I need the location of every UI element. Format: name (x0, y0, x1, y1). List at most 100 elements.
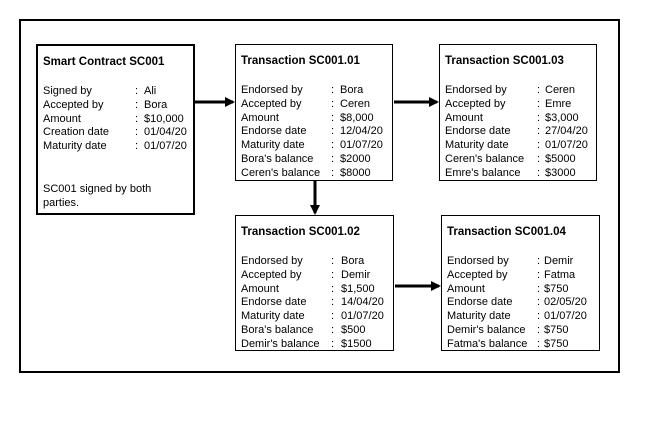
field-label: Accepted by (43, 98, 104, 111)
field-separator: : (135, 140, 139, 153)
field-value: Ceren (545, 84, 575, 96)
field-value: $750 (544, 282, 569, 295)
field-row: Maturity date:01/07/20 (241, 310, 384, 324)
field-value: Demir (544, 255, 574, 267)
field-value: Ceren (340, 97, 370, 110)
field-label: Endorsed by (447, 255, 509, 267)
field-value: 01/07/20 (340, 139, 383, 152)
field-value: $750 (544, 323, 569, 336)
field-separator: : (331, 282, 335, 295)
smart-contract-note: SC001 signed by both parties. (43, 183, 152, 209)
field-label: Endorse date (241, 125, 307, 138)
field-value: Bora (341, 255, 365, 267)
field-label: Endorse date (447, 296, 513, 309)
field-separator: : (537, 337, 541, 350)
field-label: Accepted by (241, 268, 302, 281)
field-label: Bora's balance (241, 323, 314, 336)
field-row: Ceren's balance:$8000 (241, 167, 383, 181)
field-row: Amount:$10,000 (43, 113, 187, 127)
field-row: Maturity date:01/07/20 (43, 140, 187, 154)
field-value: 01/04/20 (144, 126, 187, 139)
field-value: $3,000 (545, 111, 579, 124)
field-label: Accepted by (445, 97, 506, 110)
field-label: Amount (447, 282, 485, 295)
field-label: Endorsed by (445, 84, 507, 96)
field-label: Amount (445, 111, 483, 124)
field-label: Amount (43, 112, 81, 125)
field-separator: : (331, 323, 335, 336)
field-separator: : (135, 98, 139, 111)
field-separator: : (537, 268, 541, 281)
field-row: Accepted by: Bora (43, 99, 187, 113)
field-row: Maturity date:01/07/20 (447, 310, 587, 324)
field-row: Emre's balance:$3000 (445, 167, 588, 181)
field-row: Amount: $3,000 (445, 112, 588, 126)
field-separator: : (331, 111, 335, 124)
field-row: Amount:$750 (447, 283, 587, 297)
field-value: $3000 (545, 166, 576, 179)
field-separator: : (331, 296, 335, 309)
field-separator: : (331, 268, 335, 281)
field-separator: : (537, 125, 541, 138)
field-row: Demir's balance:$1500 (241, 338, 384, 352)
field-label: Maturity date (241, 139, 305, 152)
field-row: Accepted by: Demir (241, 269, 384, 283)
field-value: $750 (544, 337, 569, 350)
field-value: Bora (144, 98, 168, 111)
field-label: Signed by (43, 85, 92, 97)
field-row: Accepted by:Emre (445, 98, 588, 112)
field-value: Bora (340, 84, 364, 96)
field-separator: : (537, 323, 541, 336)
field-value: $2000 (340, 152, 371, 165)
field-separator: : (331, 310, 335, 323)
field-value: Demir (341, 268, 371, 281)
field-row: Amount:$8,000 (241, 112, 383, 126)
field-separator: : (537, 255, 541, 267)
field-row: Accepted by:Fatma (447, 269, 587, 283)
field-separator: : (537, 111, 541, 124)
field-label: Emre's balance (445, 166, 521, 179)
field-label: Bora's balance (241, 152, 314, 165)
transaction-title: Transaction SC001.03 (445, 55, 564, 67)
field-separator: : (537, 84, 541, 96)
field-value: $8,000 (340, 111, 374, 124)
field-value: $500 (341, 323, 366, 336)
field-row: Endorsed by:Bora (241, 255, 384, 269)
field-separator: : (537, 152, 541, 165)
field-separator: : (135, 126, 139, 139)
field-row: Endorse date:27/04/20 (445, 125, 588, 139)
field-label: Endorsed by (241, 255, 303, 267)
field-label: Creation date (43, 126, 110, 139)
field-separator: : (135, 112, 139, 125)
field-row: Fatma's balance:$750 (447, 338, 587, 352)
field-value: $8000 (340, 166, 371, 179)
smart-contract-title: Smart Contract SC001 (43, 56, 165, 68)
field-value: 02/05/20 (544, 296, 587, 309)
field-label: Endorse date (445, 125, 511, 138)
field-label: Demir's balance (241, 337, 320, 350)
field-row: Endorse date:02/05/20 (447, 296, 587, 310)
transaction-title: Transaction SC001.01 (241, 55, 360, 67)
field-separator: : (537, 282, 541, 295)
field-label: Maturity date (447, 310, 511, 323)
field-value: Fatma (544, 268, 576, 281)
field-separator: : (331, 166, 335, 179)
field-value: Emre (545, 97, 572, 110)
field-row: Endorse date:14/04/20 (241, 296, 384, 310)
field-row: Creation date:01/04/20 (43, 126, 187, 140)
field-value: 01/07/20 (341, 310, 384, 323)
transaction-title: Transaction SC001.04 (447, 226, 566, 238)
field-row: Endorsed by:Bora (241, 84, 383, 98)
field-value: 14/04/20 (341, 296, 384, 309)
field-label: Maturity date (445, 139, 509, 152)
field-label: Endorse date (241, 296, 307, 309)
field-label: Demir's balance (447, 323, 526, 336)
